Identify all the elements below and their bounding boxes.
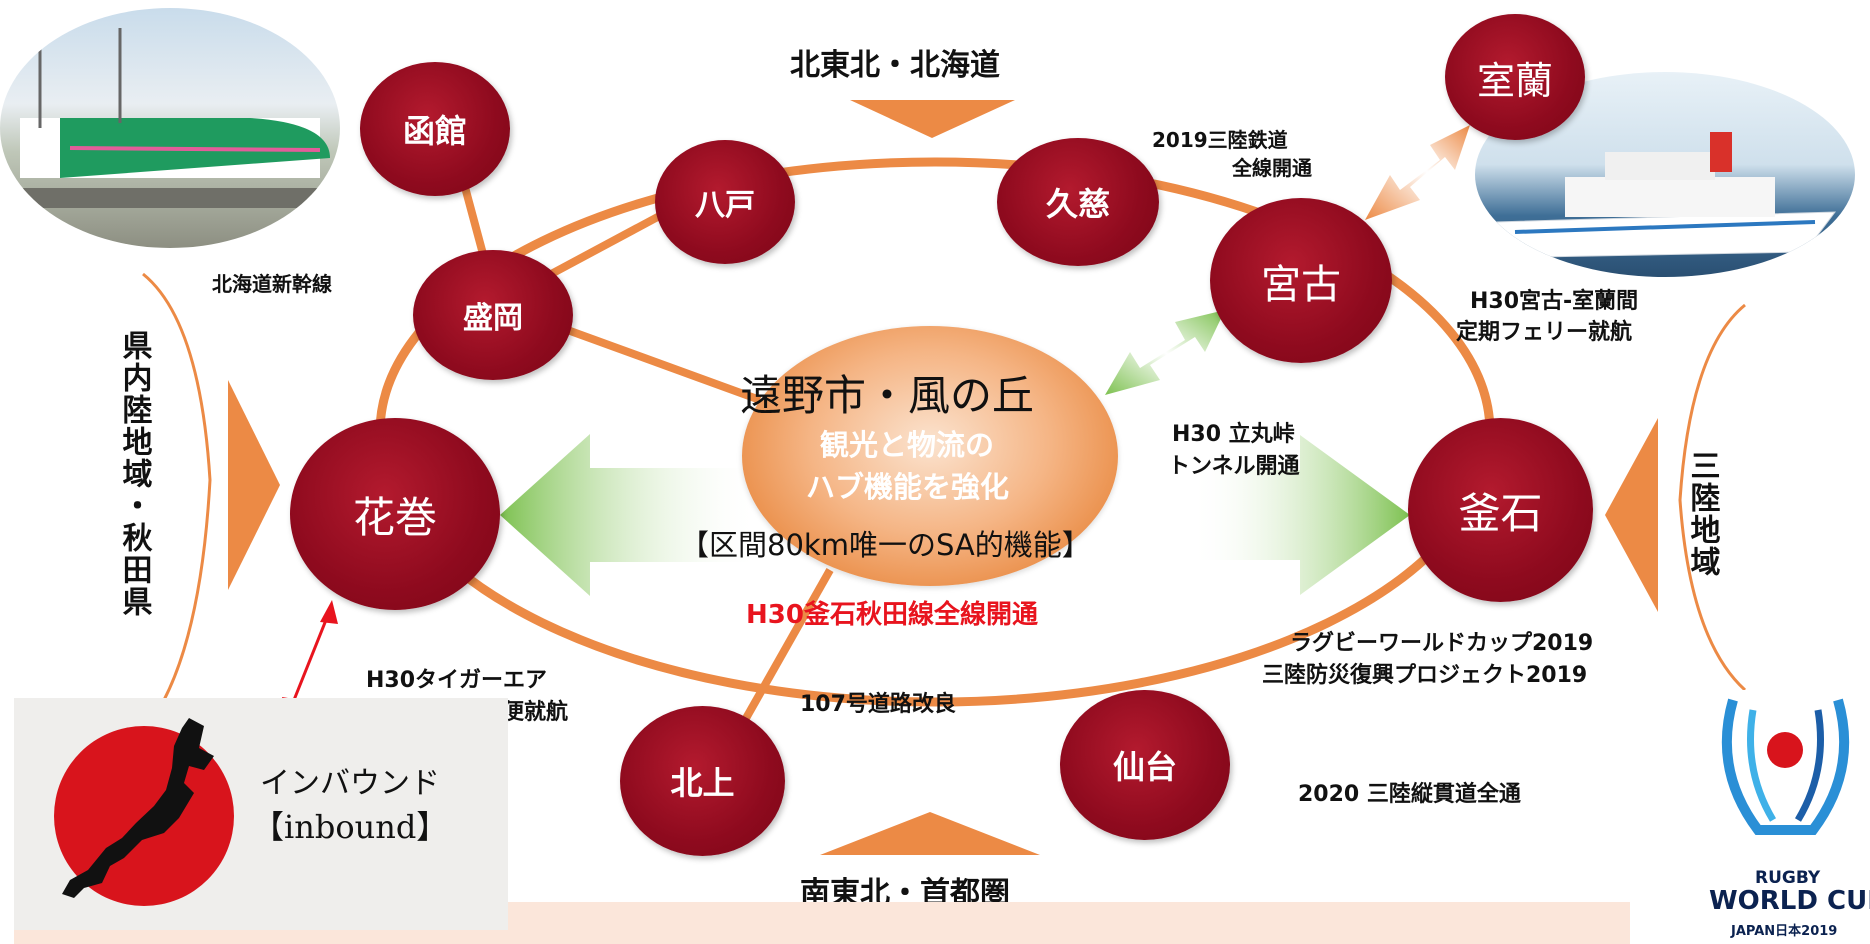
inbound-label-line2: 【inbound】 — [252, 808, 449, 846]
link-center-kitakami — [741, 568, 834, 722]
rwc-emblem-icon — [1721, 698, 1850, 835]
node-kamaishi: 釜石 — [1408, 418, 1593, 602]
inbound-label-line1: インバウンド — [260, 766, 440, 801]
north-label: 北東北・北海道 — [790, 48, 1000, 83]
link-morioka-center — [538, 316, 762, 404]
hub-title: 遠野市・風の丘 — [740, 371, 1035, 420]
node-morioka: 盛岡 — [413, 250, 573, 380]
node-hachinohe: 八戸 — [655, 140, 795, 264]
inbound-panel: インバウンド 【inbound】 — [14, 698, 508, 930]
node-hanamaki: 花巻 — [290, 418, 500, 610]
ferry-line2: 定期フェリー就航 — [1456, 320, 1633, 345]
tigerair-arrowhead-top — [320, 600, 338, 624]
highlight-road-label: H30釜石秋田線全線開通 — [746, 600, 1038, 630]
west-bracket — [142, 272, 212, 731]
north-arrow — [850, 100, 1015, 138]
shinkansen-photo — [0, 8, 340, 248]
south-arrow — [820, 812, 1040, 855]
sanriku-rail-line1: 2019三陸鉄道 — [1152, 128, 1288, 152]
ferry-arrow — [1365, 125, 1470, 220]
east-label: 三陸地域 — [1684, 450, 1720, 578]
rwc-line2: WORLD CUP — [1709, 886, 1870, 916]
train-icon — [0, 28, 340, 208]
green-arrow-right — [1190, 435, 1410, 595]
green-arrow-left — [500, 434, 760, 596]
east-arrow — [1605, 418, 1658, 612]
japan-map-icon — [54, 718, 234, 906]
rwc-line3: JAPAN日本2019 — [1731, 924, 1838, 939]
tunnel-line1: H30 立丸峠 — [1172, 422, 1295, 447]
tono-hub-circle — [742, 326, 1118, 586]
sanriku-rail-line2: 全線開通 — [1232, 156, 1312, 180]
node-kitakami: 北上 — [620, 706, 785, 856]
shinkansen-label: 北海道新幹線 — [212, 272, 332, 296]
rugby-line2: 三陸防災復興プロジェクト2019 — [1262, 663, 1588, 688]
node-muroran: 室蘭 — [1445, 14, 1585, 140]
green-arrow-diagonal — [1105, 310, 1225, 395]
hub-subtitle-line1: 観光と物流の — [820, 428, 995, 462]
rugby-line1: ラグビーワールドカップ2019 — [1290, 631, 1594, 656]
node-hakodate: 函館 — [360, 62, 510, 196]
ferry-line1: H30宮古-室蘭間 — [1470, 289, 1639, 314]
hub-subtitle-line2: ハブ機能を強化 — [806, 470, 1010, 504]
node-miyako: 宮古 — [1210, 198, 1392, 363]
sa-function-label: 【区間80km唯一のSA的機能】 — [680, 528, 1091, 562]
expressway-label: 2020 三陸縦貫道全通 — [1298, 782, 1521, 807]
tigerair-line1: H30タイガーエア — [366, 668, 548, 693]
ship-icon — [1493, 132, 1837, 258]
tigerair-arrow — [288, 609, 332, 711]
tunnel-line2: トンネル開通 — [1168, 454, 1300, 479]
rugby-world-cup-logo: RUGBY WORLD CUP JAPAN日本2019 — [1703, 690, 1870, 944]
east-bracket — [1678, 303, 1747, 692]
route107-label: 107号道路改良 — [800, 692, 956, 717]
west-arrow — [228, 380, 280, 590]
rwc-line1: RUGBY — [1755, 868, 1821, 888]
node-sendai: 仙台 — [1060, 690, 1230, 840]
west-label: 県内陸地域・秋田県 — [116, 330, 152, 618]
node-kuji: 久慈 — [997, 138, 1159, 266]
